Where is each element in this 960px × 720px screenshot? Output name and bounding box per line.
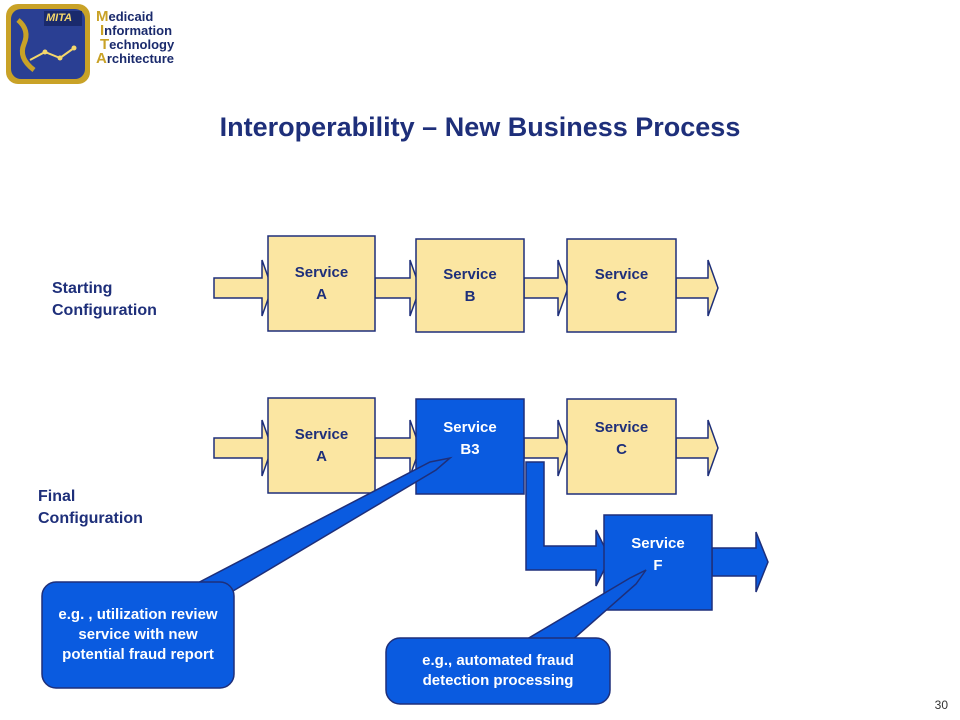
final-flow-arrow-a-b3 — [374, 419, 421, 477]
flow-arrow-out-c — [675, 259, 719, 317]
page-number: 30 — [934, 698, 948, 712]
flow-arrow-b-c — [523, 259, 569, 317]
final-service-c-box — [566, 398, 677, 495]
logo-line-2: Information — [100, 22, 173, 39]
flow-arrow-out-f — [711, 531, 769, 593]
final-flow-arrow-in-a — [213, 419, 273, 477]
flow-arrow-in-a — [213, 259, 273, 317]
final-service-b3-box — [415, 398, 525, 495]
callout-b3 — [41, 456, 453, 689]
callout-f — [385, 569, 647, 705]
mita-logo — [6, 4, 90, 84]
callout-b3-text: e.g. , utilization review service with n… — [58, 606, 218, 663]
logo-line-3: Technology — [100, 36, 175, 53]
starting-config-label: Starting Configuration — [52, 280, 157, 319]
logo-badge: MITA — [46, 12, 73, 24]
logo-line-4: Architecture — [96, 50, 175, 67]
logo-wordmark: Medicaid Information Technology Architec… — [96, 8, 175, 67]
final-config-label: Final Configuration — [38, 488, 143, 527]
callout-f-text: e.g., automated fraud detection processi… — [422, 652, 574, 689]
logo-line-1: Medicaid — [96, 8, 154, 25]
start-service-a-box — [267, 235, 376, 332]
final-flow-arrow-out-c — [675, 419, 719, 477]
flow-arrow-a-b — [374, 259, 421, 317]
flow-arrow-b3-f — [525, 461, 611, 587]
final-flow-arrow-b3-c — [523, 419, 569, 477]
start-service-c-box — [566, 238, 677, 333]
final-service-a-box — [267, 397, 376, 494]
page-title: Interoperability – New Business Process — [219, 112, 741, 142]
start-service-b-box — [415, 238, 525, 333]
